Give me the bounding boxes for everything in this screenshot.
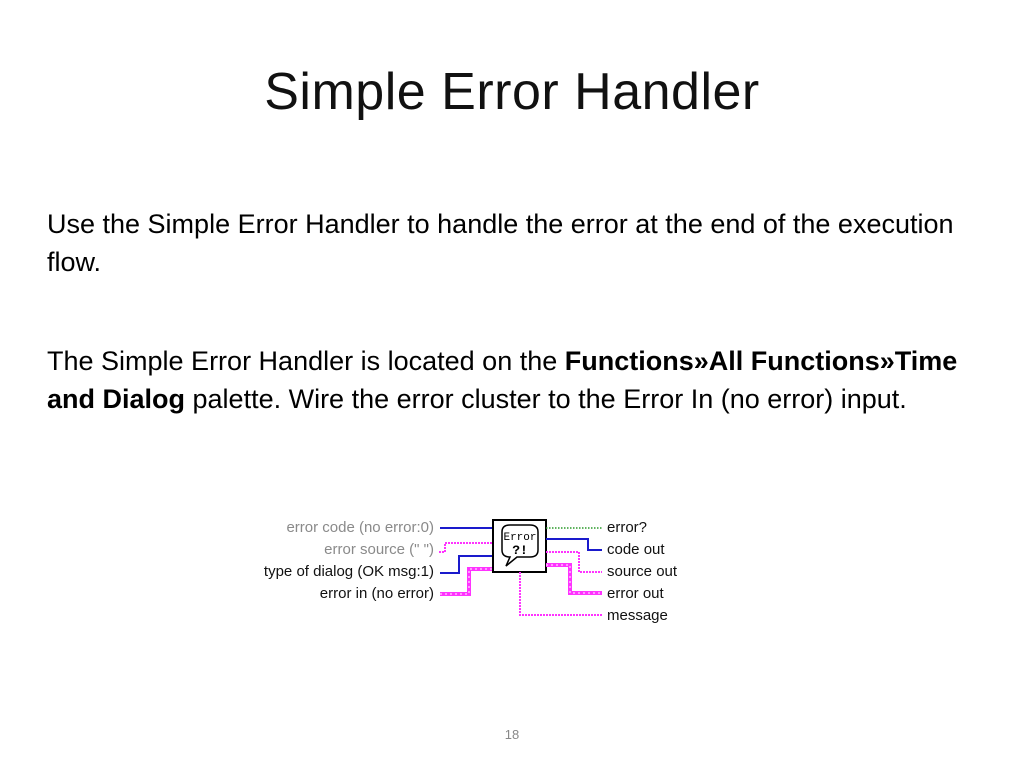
slide-title: Simple Error Handler: [264, 63, 760, 121]
paragraph-usage: Use the Simple Error Handler to handle t…: [47, 209, 954, 277]
input-label-type-of-dialog: type of dialog (OK msg:1): [263, 563, 434, 580]
svg-text:Error: Error: [503, 532, 536, 544]
output-label-code-out: code out: [607, 541, 665, 558]
input-label-error-code: error code (no error:0): [286, 519, 434, 536]
output-label-message: message: [607, 607, 668, 624]
paragraph-location-post: palette. Wire the error cluster to the E…: [185, 384, 907, 414]
svg-text:?!: ?!: [512, 543, 528, 558]
palette-path: Functions»All Functions»Time and Dialog: [47, 346, 958, 414]
output-label-error-flag: error?: [607, 519, 648, 536]
input-label-error-in: error in (no error): [319, 585, 434, 602]
page-number: 18: [504, 727, 520, 742]
input-label-error-source: error source (" "): [324, 541, 434, 558]
output-label-source-out: source out: [607, 563, 678, 580]
simple-error-handler-connector-diagram: error code (no error:0) error source (" …: [230, 512, 700, 630]
error-handler-icon: Error ?!: [492, 519, 547, 573]
output-label-error-out: error out: [607, 585, 664, 602]
paragraph-location: The Simple Error Handler is located on t…: [47, 342, 992, 418]
wires-and-icon: Error ?!: [439, 519, 602, 616]
paragraph-location-pre: The Simple Error Handler is located on t…: [47, 346, 565, 376]
